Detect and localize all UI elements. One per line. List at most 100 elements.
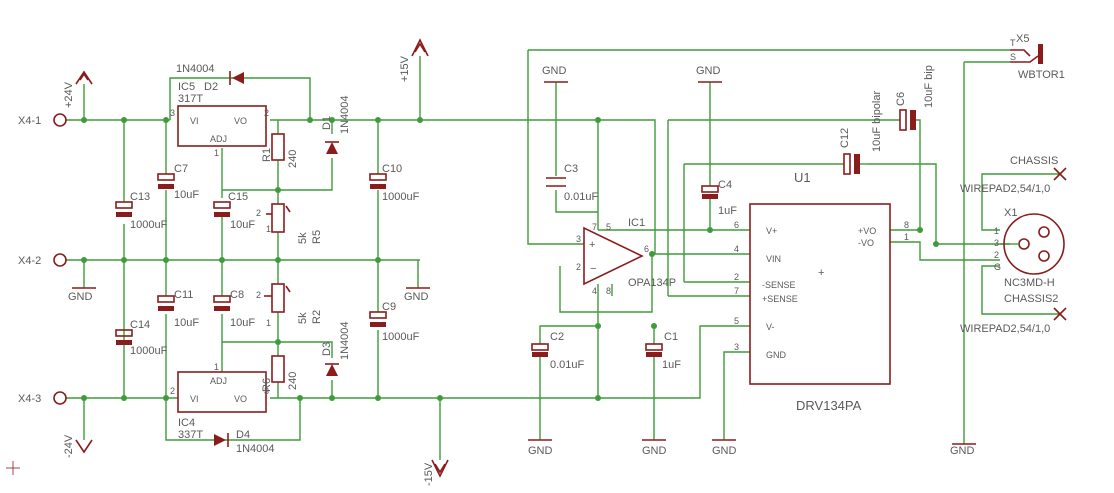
u1-pin: 5	[734, 316, 739, 326]
gnd-symbol-x5: GND	[950, 443, 976, 457]
r5-value: 5k	[297, 232, 309, 244]
x5-pin: S	[1010, 52, 1016, 62]
r5-pin: 1	[266, 224, 271, 234]
c1-name: C1	[664, 331, 678, 343]
d1-name: D1	[321, 116, 333, 130]
gnd-symbol-c2: GND	[528, 439, 553, 457]
diode-d3: D3 1N4004	[321, 321, 351, 376]
gnd-symbol-x4-2: GND	[68, 287, 96, 303]
u1-pin-label: -SENSE	[762, 280, 796, 290]
u1-pin-label: V-	[766, 322, 775, 332]
ic5-adj: ADJ	[210, 134, 227, 144]
x1-pin: G	[994, 262, 1001, 272]
capacitor-c9: C9 1000uF	[369, 301, 420, 343]
u1-pin: 4	[734, 244, 739, 254]
minus-24v-label: -24V	[63, 434, 75, 458]
gnd-label: GND	[528, 445, 553, 457]
u1-pin: 7	[734, 286, 739, 296]
regulator-ic5: VI VO ADJ 3 2 1 IC5 317T	[170, 81, 269, 158]
r6-name: R6	[261, 378, 273, 392]
connector-x4-2: X4-2	[18, 253, 67, 267]
c9-name: C9	[382, 301, 396, 313]
capacitor-c6: C6 10uF bip	[895, 65, 935, 131]
c3-name: C3	[564, 163, 578, 175]
c7-value: 10uF	[174, 189, 199, 201]
gnd-symbol-c3: GND	[542, 65, 568, 83]
x4-2-label: X4-2	[18, 255, 41, 267]
ic1-value: OPA134P	[628, 277, 676, 289]
c3-value: 0.01uF	[564, 191, 599, 203]
gnd-label: GND	[404, 291, 429, 303]
ic1-pin: 5	[606, 222, 611, 232]
capacitor-c4: C4 1uF	[701, 179, 737, 217]
d2-name: D2	[204, 81, 218, 93]
ic4-vo: VO	[234, 394, 247, 404]
capacitor-c7: C7 10uF	[157, 163, 199, 201]
capacitor-c8: C8 10uF	[213, 289, 255, 329]
gnd-label: GND	[950, 445, 975, 457]
diode-d4: D4 1N4004	[214, 429, 275, 455]
chassis-pad-1: CHASSIS WIREPAD2,54/1,0	[960, 155, 1067, 195]
c15-value: 10uF	[230, 219, 255, 231]
gnd-symbol-c9: GND	[404, 287, 430, 303]
connector-x4-1: X4-1	[18, 113, 67, 127]
x5-pin: T	[1010, 38, 1016, 48]
u1-pin-label: VIN	[766, 254, 781, 264]
driver-u1: U1 DRV134PA V+ VIN -SENSE +SENSE V- GND …	[734, 170, 909, 413]
supply-minus-24v: -24V	[63, 434, 93, 458]
ic1-pin: 4	[592, 286, 597, 296]
d1-value: 1N4004	[339, 95, 351, 134]
u1-pin: 1	[904, 232, 909, 242]
capacitor-c15: C15 10uF	[213, 191, 255, 231]
capacitor-c14: C14 1000uF	[115, 319, 168, 357]
opamp-minus-sign: −	[590, 263, 596, 275]
ic1-pin: 8	[606, 286, 611, 296]
ic1-pin: 6	[644, 244, 649, 254]
x1-value: NC3MD-H	[1004, 277, 1055, 289]
u1-pin-label: -VO	[858, 238, 874, 248]
ic5-value: 317T	[178, 93, 203, 105]
d4-value: 1N4004	[236, 443, 275, 455]
r2-pin: 2	[256, 290, 261, 300]
plus-15v-label: +15V	[399, 55, 411, 82]
ic4-pin: 3	[264, 386, 269, 396]
capacitor-c12: C12 10uF bipolar	[839, 91, 883, 175]
u1-pin: 8	[904, 220, 909, 230]
c6-value: 10uF bip	[923, 65, 935, 108]
chassis2-value: WIREPAD2,54/1,0	[960, 323, 1050, 335]
supply-minus-15v: -15V	[423, 459, 449, 486]
ic4-adj: ADJ	[210, 376, 227, 386]
gnd-label: GND	[696, 65, 721, 77]
supply-plus-15v: +15V	[399, 38, 429, 82]
c14-name: C14	[130, 319, 150, 331]
connector-x4-3: X4-3	[18, 391, 67, 405]
x4-3-label: X4-3	[18, 393, 41, 405]
trimmer-r5: 2 1 5k R5	[256, 203, 323, 244]
x5-name: X5	[1016, 33, 1029, 45]
c15-name: C15	[228, 191, 248, 203]
u1-pin-label: +VO	[858, 226, 876, 236]
plus-24v-label: +24V	[63, 81, 75, 108]
u1-name: U1	[794, 170, 811, 185]
ic5-pin: 3	[170, 108, 175, 118]
chassis-pad-2: CHASSIS2 WIREPAD2,54/1,0	[960, 293, 1067, 335]
d4-name: D4	[236, 429, 250, 441]
c1-value: 1uF	[662, 359, 681, 371]
u1-pin: 2	[734, 272, 739, 282]
gnd-label: GND	[712, 445, 737, 457]
r5-pin: 2	[256, 208, 261, 218]
c8-name: C8	[230, 289, 244, 301]
d2-value: 1N4004	[176, 63, 215, 75]
trimmer-r2: 2 1 5k R2	[256, 283, 323, 328]
r5-name: R5	[311, 230, 323, 244]
gnd-symbol-c1: GND	[642, 439, 667, 457]
resistor-r6: R6 240	[261, 355, 299, 392]
resistor-r1: R1 240	[261, 133, 299, 168]
c11-value: 10uF	[174, 317, 199, 329]
c12-value: 10uF bipolar	[871, 91, 883, 152]
capacitor-c3: C3 0.01uF	[546, 163, 599, 203]
ic5-vi: VI	[190, 116, 199, 126]
ic5-pin: 1	[214, 148, 219, 158]
c13-value: 1000uF	[130, 219, 168, 231]
opamp-plus-sign: +	[589, 239, 595, 251]
